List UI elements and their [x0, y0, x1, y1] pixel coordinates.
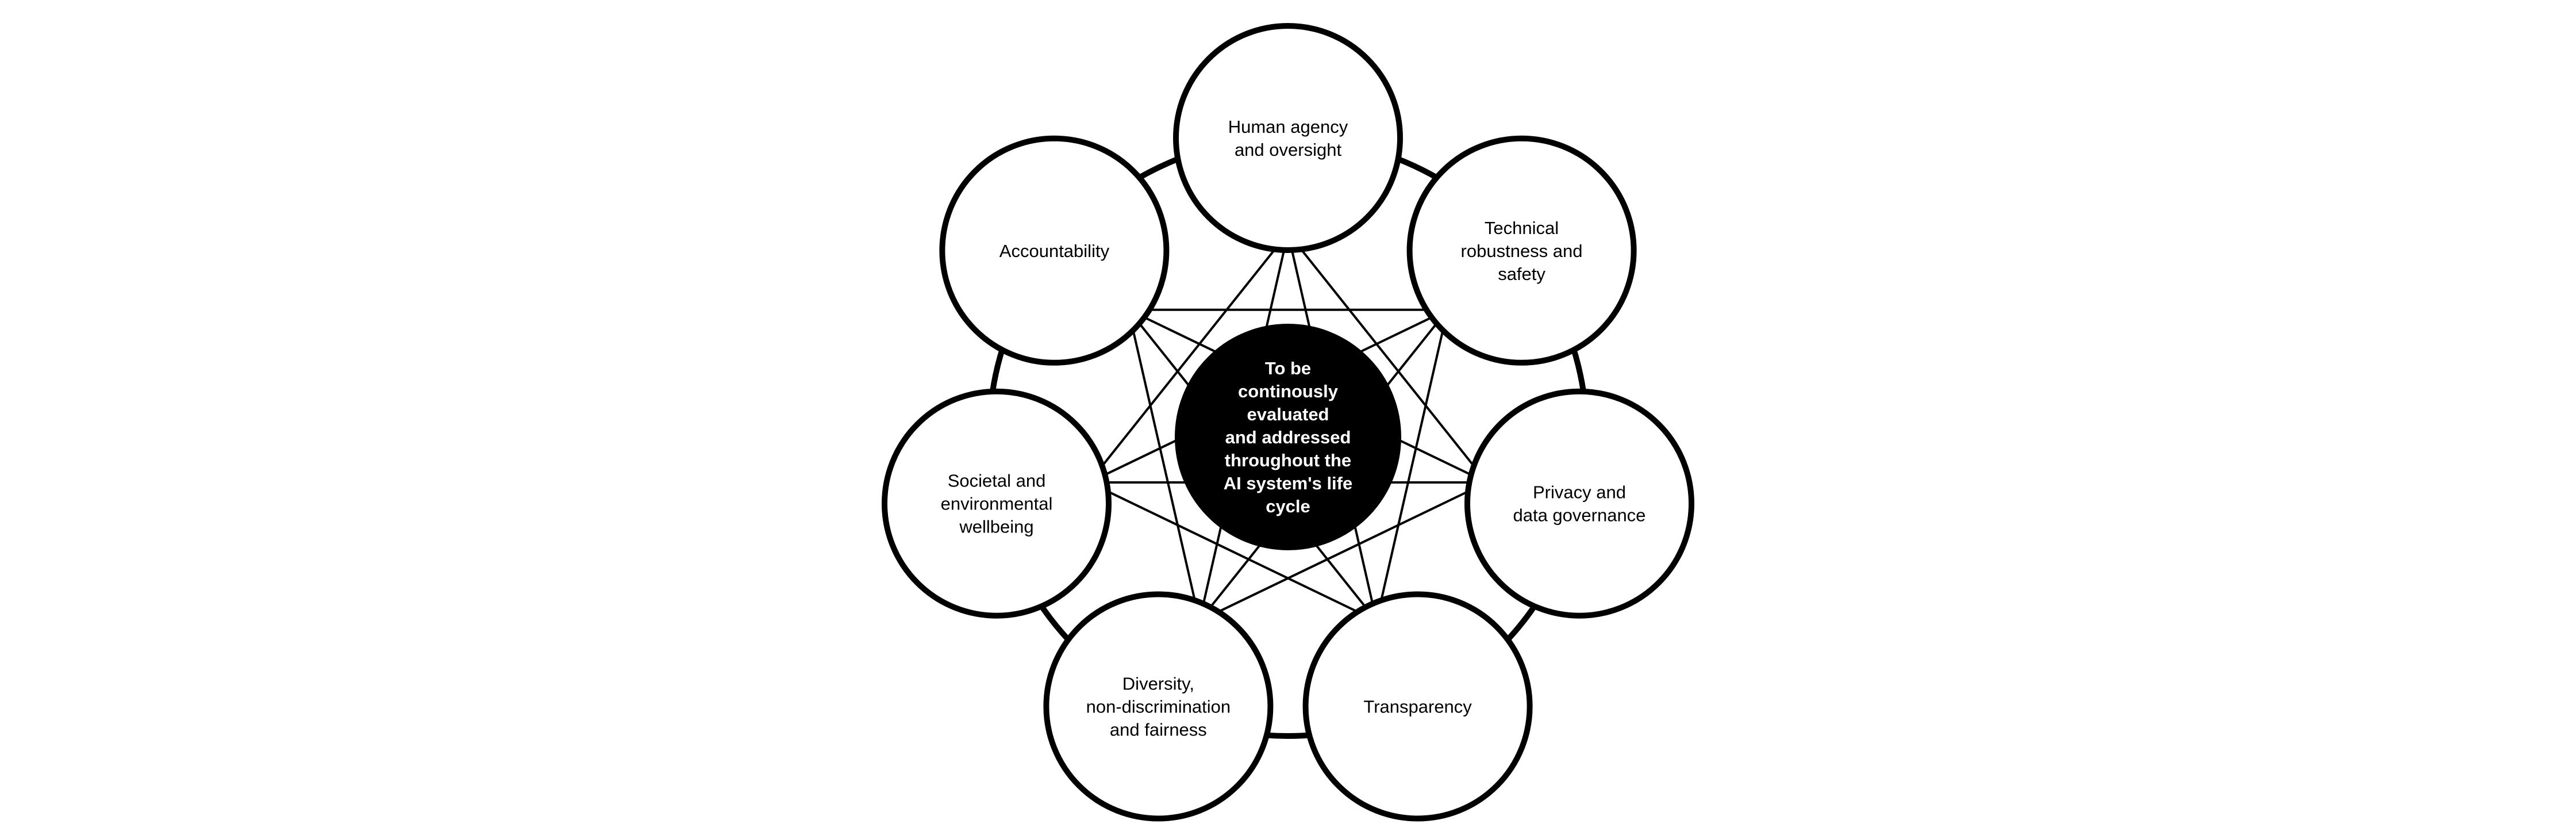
label-line: safety	[1498, 264, 1545, 284]
connection-line	[1088, 232, 1289, 484]
connection-line	[1287, 232, 1488, 484]
node-technical-robustness: Technical robustness and safety	[1406, 135, 1637, 366]
node-diversity: Diversity, non-discrimination and fairness	[1043, 591, 1274, 822]
label-line: evaluated	[1247, 404, 1329, 424]
connection-line	[1375, 309, 1449, 622]
label-line: Technical	[1485, 218, 1559, 238]
label-line: AI system's life	[1224, 473, 1352, 493]
label-line: Transparency	[1363, 697, 1472, 717]
node-circle	[882, 388, 1112, 619]
node-circle	[1043, 591, 1274, 822]
connection-line	[1127, 309, 1201, 622]
label-line: Privacy and	[1533, 482, 1626, 503]
node-transparency: Transparency	[1302, 591, 1533, 822]
label-line: and oversight	[1235, 140, 1342, 160]
label-line: Diversity,	[1122, 674, 1194, 694]
node-circle	[1464, 388, 1694, 619]
center-node: To be continously evaluated and addressed th…	[1175, 324, 1401, 550]
label-line: To be	[1265, 358, 1311, 378]
label-line: and fairness	[1110, 720, 1207, 740]
connection-line	[1199, 481, 1487, 622]
center-circle	[1175, 324, 1401, 550]
node-circle	[1173, 23, 1403, 253]
label-line: and addressed	[1225, 427, 1351, 447]
label-line: Human agency	[1228, 117, 1348, 137]
label-line: wellbeing	[959, 517, 1033, 537]
label-line: Societal and	[948, 471, 1046, 491]
label-line: continously	[1238, 381, 1339, 401]
label-line: throughout the	[1225, 450, 1351, 470]
node-circle	[939, 135, 1170, 366]
label-line: cycle	[1266, 496, 1310, 516]
label-line: non-discrimination	[1086, 697, 1231, 717]
node-societal: Societal and environmental wellbeing	[882, 388, 1112, 619]
label-line: Accountability	[999, 241, 1110, 261]
node-accountability: Accountability	[939, 135, 1170, 366]
connection-line	[1089, 481, 1377, 622]
label-line: robustness and	[1461, 241, 1583, 261]
label-line: environmental	[941, 494, 1053, 514]
node-human-agency: Human agency and oversight	[1173, 23, 1403, 253]
node-circle	[1302, 591, 1533, 822]
label-line: data governance	[1513, 505, 1645, 526]
node-circle	[1406, 135, 1637, 366]
